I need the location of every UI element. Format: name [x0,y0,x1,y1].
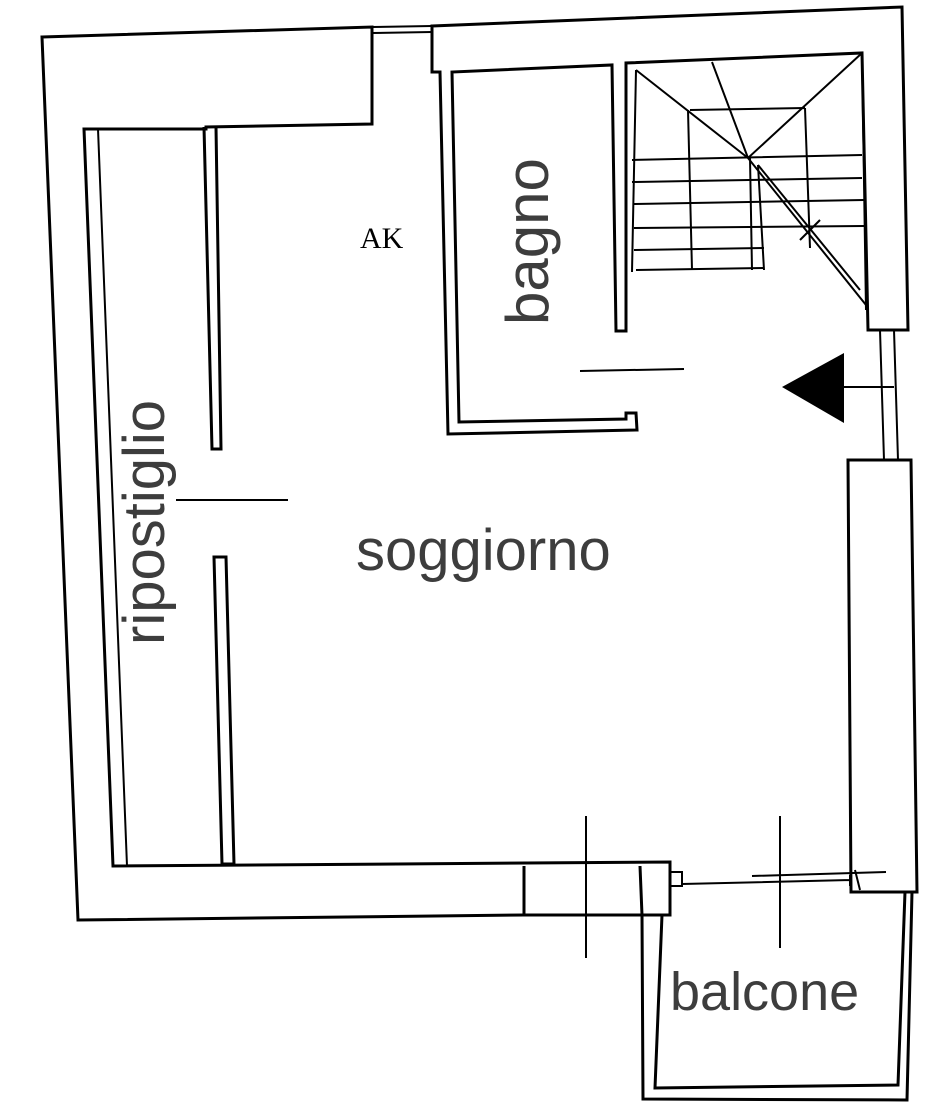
outer-walls [40,5,919,1102]
room-label-ripostiglio: ripostiglio [112,400,177,645]
room-label-soggiorno: soggiorno [356,518,611,583]
entrance-arrow-icon [782,353,894,423]
marker-label: AK [360,222,404,255]
room-label-balcone: balcone [670,962,859,1022]
room-label-bagno: bagno [494,158,561,325]
divider-lines [176,368,685,501]
staircase [631,52,867,306]
